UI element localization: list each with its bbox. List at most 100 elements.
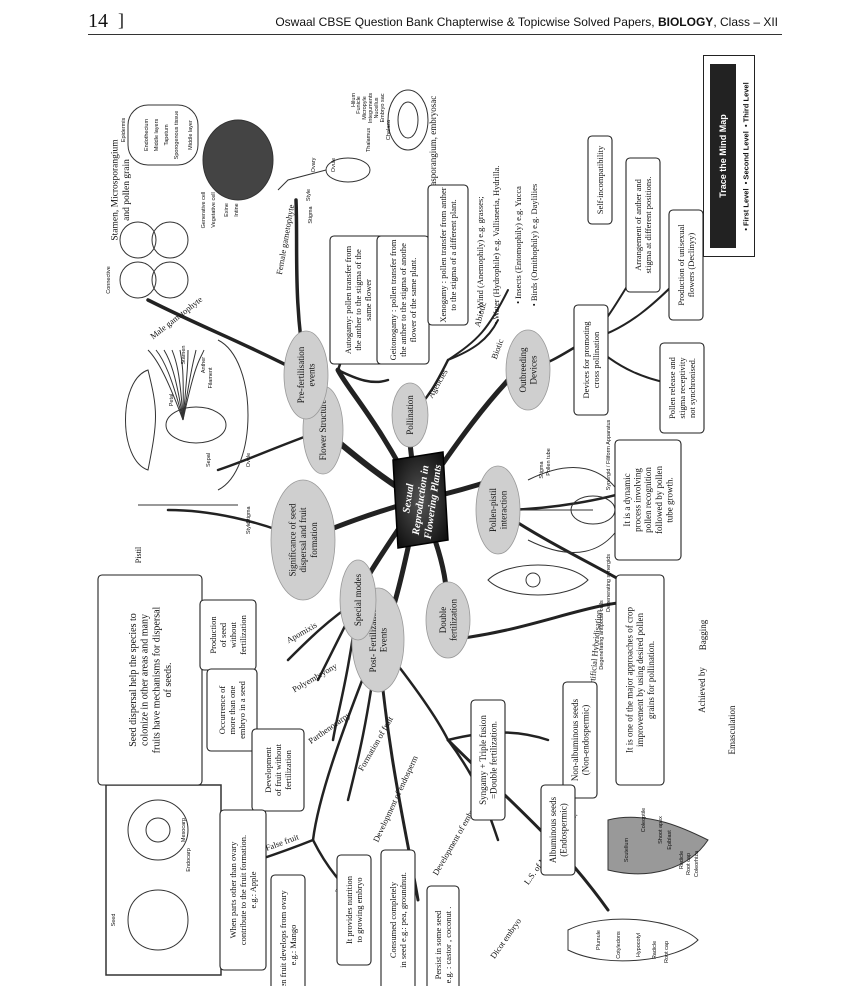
box-text-syngamy-line: Syngamy + Triple fusion — [478, 715, 488, 805]
figlabel-fruit-line: Mesocarp — [181, 818, 187, 842]
stamen-filament — [182, 349, 189, 421]
box-text-production-seed-line: fertilization — [238, 614, 248, 654]
figlabel-pistil_parts-line: Integuments — [368, 93, 374, 124]
box-text-when-fruit-line: e.g.: Mango — [288, 925, 298, 966]
figlabel-embryo_sac-line: Degenerating antipodal cells — [599, 600, 605, 670]
figlabel-microsporangium-line: Tapetum — [164, 124, 170, 146]
text-insects-line: • Insects (Entomophily) e.g. Yucca — [513, 186, 523, 304]
figlabel-pistil_parts: Stigma — [308, 206, 314, 224]
node-text-post-fert-line: Events — [378, 627, 388, 652]
figlabel-monocot: Shoot apex — [658, 816, 664, 844]
figlabel-stamen-line: Anther — [201, 357, 207, 373]
stamen-filament — [171, 349, 184, 421]
box-text-dynamic-line: It is a dynamic — [622, 473, 632, 526]
figlabel-monocot: Radicle — [679, 851, 685, 869]
box-text-non-alb-line: Non-albuminous seeds — [570, 698, 580, 781]
microsporangium-figure — [119, 221, 157, 259]
figlabel-monocot: Scutellum — [624, 838, 630, 863]
figlabel-pistil_bracket-line: Pistil — [134, 546, 143, 563]
text-achieved: Achieved by — [697, 667, 707, 713]
text-birds-line: • Birds (Ornithophily) e.g. Daylilies — [529, 184, 539, 306]
figlabel-embryo_sac: Degenerating antipodal cells — [599, 600, 605, 670]
figlabel-flower-line: Style — [246, 522, 252, 534]
box-text-occurrence-line: Occurrence of — [217, 686, 227, 735]
center-title-line: Sexual — [401, 483, 416, 514]
figlabel-microsporangium: Intine — [234, 203, 240, 216]
box-text-pollen-release-line: not synchronised. — [687, 358, 697, 418]
node-pollination — [391, 382, 429, 448]
figlabel-microsporangium: Epidermis — [121, 118, 127, 143]
figlabel-pistil_parts: Hilum — [351, 93, 357, 107]
box-text-when-parts-line: e.g.: Apple — [248, 871, 258, 908]
embryo-sac-figure — [397, 101, 419, 139]
box-self-incomp — [587, 135, 613, 225]
flower-figure — [125, 369, 156, 471]
box-text-autogamy-line: same flower — [363, 279, 373, 321]
figlabel-pistil_parts: Thalamus — [366, 128, 372, 152]
node-text-flower-structure-line: Flower Structure — [318, 400, 328, 461]
box-text-consumed-line: in seed e.g.: pea, groundnut. — [398, 872, 408, 968]
figlabel-microsporangium-line: Epidermis — [121, 118, 127, 143]
branch-line — [447, 289, 509, 361]
figlabel-pistil_parts: Ovule — [331, 158, 337, 172]
box-text-nutrition-line: to growing embryo — [354, 877, 364, 942]
figlabel-dicot-line: Hypocotyl — [636, 933, 642, 957]
box-persist — [426, 885, 460, 986]
figlabel-stamen-line: Filament — [208, 367, 214, 389]
box-text-xenogamy-line: to the stigma of a different plant. — [448, 199, 458, 311]
figlabel-pistil_parts: Funicle — [356, 96, 362, 114]
microsporangium-figure — [119, 261, 157, 299]
node-text-special-modes: Special modes — [353, 573, 363, 626]
figlabel-microsporangium-line: Vegetative cell — [211, 192, 217, 227]
box-unisexual — [668, 209, 704, 321]
figlabel-monocot-line: Coleorhiza — [694, 850, 700, 877]
center-node — [392, 451, 449, 549]
box-text-dynamic-line: tube growth. — [664, 477, 674, 523]
box-text-dynamic-line: process involving — [633, 468, 643, 532]
figlabel-microsporangium: Exine — [224, 203, 230, 217]
branch-label-dev-endosperm: Development of endosperm — [371, 753, 420, 843]
node-text-significance-line: formation — [309, 522, 319, 558]
figlabel-pollen_pistil-line: Stigma — [539, 461, 545, 479]
ovary-shape — [165, 406, 227, 444]
node-text-pre-fertilisation-line: events — [306, 363, 316, 386]
figlabel-dicot: Hypocotyl — [636, 933, 642, 957]
node-text-pollination: Pollination — [405, 395, 415, 435]
figlabel-fruit: Seed — [111, 914, 117, 927]
microsporangium-figure — [151, 221, 189, 259]
node-text-special-modes-line: Special modes — [353, 573, 363, 626]
box-nutrition — [336, 854, 372, 966]
monocot-embryo-figure — [607, 816, 709, 875]
box-devices-box — [573, 304, 609, 416]
figlabel-pistil_parts-line: Hilum — [351, 93, 357, 107]
figlabel-microsporangium: Tapetum — [164, 124, 170, 146]
dicot-embryo-figure — [567, 918, 699, 962]
microsporangium-figure — [151, 261, 189, 299]
box-text-crop-line: It is one of the major approaches of cro… — [625, 607, 635, 753]
figlabel-microsporangium-line: Exine — [224, 203, 230, 217]
legend-second: • Second Level — [741, 130, 751, 184]
box-text-geitonogamy-line: Geitonogamy : pollen transfer from — [388, 239, 398, 360]
legend-third: • Third Level — [741, 81, 751, 127]
figlabel-fruit-line: Endocarp — [186, 848, 192, 872]
text-water: • Water (Hydrophile) e.g. Vallisneria, H… — [491, 166, 501, 325]
text-stamen-title-line: Stamen, Microsporangium — [111, 139, 121, 241]
node-text-pollen-pistil-line: Pollen-pistil — [488, 488, 498, 533]
figlabel-flower: Sepal — [206, 453, 212, 467]
figlabel-stamen: Filament — [208, 367, 214, 389]
figlabel-pistil_bracket: Pistil — [134, 546, 143, 563]
branch-label-polyembryony: Polyembryony — [290, 660, 339, 694]
figlabel-monocot-line: Radicle — [679, 851, 685, 869]
figlabel-pistil_parts-line: Micropyle — [362, 96, 368, 120]
box-text-alb-line: Albuminous seeds — [548, 796, 558, 863]
figlabel-flower: Petal — [169, 394, 175, 407]
